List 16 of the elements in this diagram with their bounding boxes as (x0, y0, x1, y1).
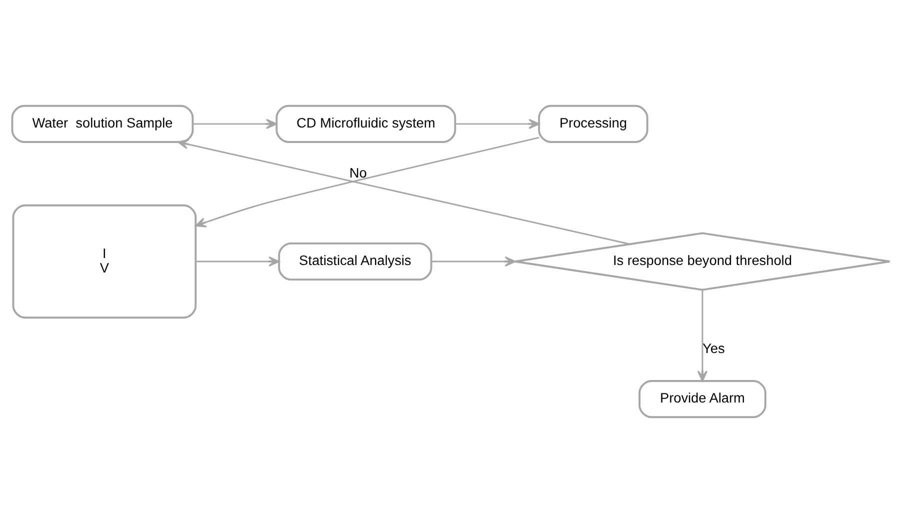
node-box: Provide Alarm (638, 380, 766, 418)
arrow (177, 139, 630, 245)
arrow (196, 256, 280, 267)
arrow (697, 290, 708, 382)
node-box: Water solution Sample (11, 104, 194, 143)
node-box: Statistical Analysis (278, 242, 432, 281)
edge-label: No (349, 165, 367, 180)
node-box: CD Microfluidic system (276, 104, 456, 143)
node-box: I V (12, 204, 197, 319)
node-box: Processing (538, 104, 648, 143)
node-diamond: Is response beyond threshold (514, 232, 891, 291)
arrow (431, 256, 516, 267)
arrow (195, 136, 540, 228)
edge-label: Yes (702, 340, 725, 356)
arrow (456, 118, 540, 130)
arrow (192, 118, 278, 130)
